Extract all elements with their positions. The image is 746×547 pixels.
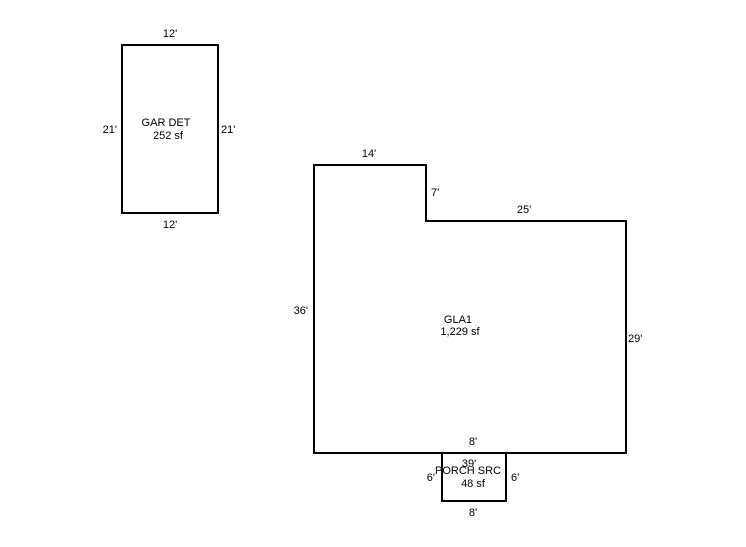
gla-area: 14' 7' 25' 36' 29' 39' GLA1 1,229 sf xyxy=(294,148,643,470)
porch-dim-top: 8' xyxy=(469,436,477,448)
gla-outline xyxy=(313,164,627,454)
gla-dim-top-left: 14' xyxy=(362,148,376,160)
garage-dim-left: 21' xyxy=(103,124,117,136)
garage-dim-right: 21' xyxy=(221,124,235,136)
gla-name: GLA1 xyxy=(444,314,472,326)
porch-dim-bottom: 8' xyxy=(469,507,477,519)
garage-dim-top: 12' xyxy=(163,28,177,40)
gla-dim-right: 29' xyxy=(628,333,642,345)
garage-name: GAR DET xyxy=(142,117,191,129)
gla-dim-top-right: 25' xyxy=(517,204,531,216)
porch-dim-right: 6' xyxy=(511,472,519,484)
porch-area-value: 48 sf xyxy=(461,478,486,490)
gla-area-value: 1,229 sf xyxy=(440,326,480,338)
garage-area: 12' 12' 21' 21' GAR DET 252 sf xyxy=(103,28,236,231)
gla-dim-bottom: 39' xyxy=(462,458,476,470)
porch-dim-left: 6' xyxy=(427,472,435,484)
garage-dim-bottom: 12' xyxy=(163,219,177,231)
gla-dim-notch-vertical: 7' xyxy=(431,187,439,199)
porch-area: 8' 8' 6' 6' PORCH SRC 48 sf xyxy=(427,436,519,519)
porch-name: PORCH SRC xyxy=(435,465,501,477)
garage-outline xyxy=(121,44,219,214)
gla-dim-left: 36' xyxy=(294,305,308,317)
porch-outline xyxy=(441,452,507,502)
garage-area-value: 252 sf xyxy=(153,130,184,142)
